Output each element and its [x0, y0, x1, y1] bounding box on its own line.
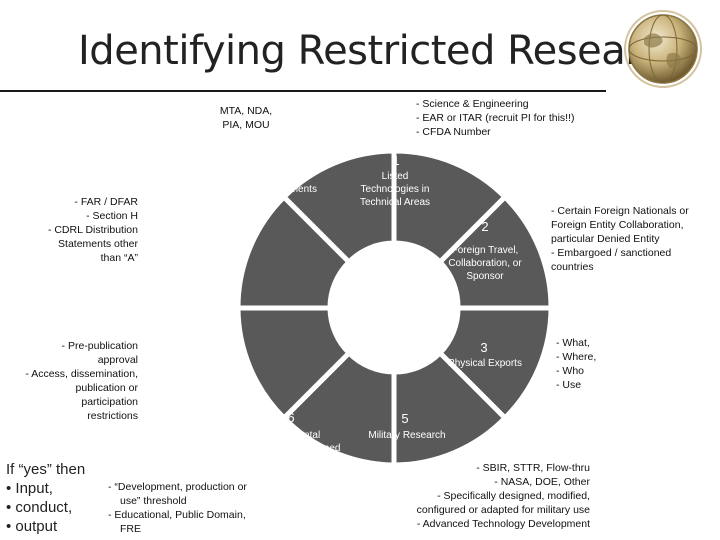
if-yes-item: • output: [6, 518, 58, 535]
segment-7-number: 7: [201, 240, 209, 255]
wheel-segment-8: [280, 148, 397, 266]
globe-icon: [624, 10, 702, 88]
note-science-engineering: - Science & Engineering- EAR or ITAR (re…: [416, 98, 575, 138]
note-military-research: - SBIR, STTR, Flow-thru- NASA, DOE, Othe…: [416, 462, 590, 530]
title-divider: [0, 90, 606, 92]
note-what-where-who-use: - What,- Where,- Who- Use: [556, 337, 597, 391]
segment-7-label: Clauses: [186, 259, 224, 270]
segment-6-contractual-number: 6: [201, 341, 209, 356]
if-yes-list: If “yes” then • Input, • conduct, • outp…: [6, 460, 85, 536]
segment-6-fundamental-number: 6: [287, 410, 295, 425]
segment-6-contractual-label: Contractual Issues: [163, 361, 247, 372]
if-yes-item: • conduct,: [6, 499, 73, 516]
segment-8-number: 8: [286, 163, 294, 178]
note-far-dfar: - FAR / DFAR- Section H- CDRL Distributi…: [47, 196, 138, 264]
segment-5-number: 5: [401, 411, 409, 426]
note-agreement-types: MTA, NDA,PIA, MOU: [219, 105, 273, 131]
segment-3-number: 3: [480, 340, 488, 355]
segment-2-number: 2: [481, 219, 489, 234]
if-yes-item: • Input,: [6, 480, 53, 497]
if-yes-heading: If “yes” then: [6, 461, 86, 478]
page-title: Identifying Restricted Research: [78, 28, 687, 74]
segment-5-label: Military Research: [368, 430, 446, 441]
segment-8-label: Agreements: [263, 184, 317, 195]
segment-1-number: 1: [392, 153, 400, 168]
segment-3-label: Physical Exports: [448, 358, 522, 369]
